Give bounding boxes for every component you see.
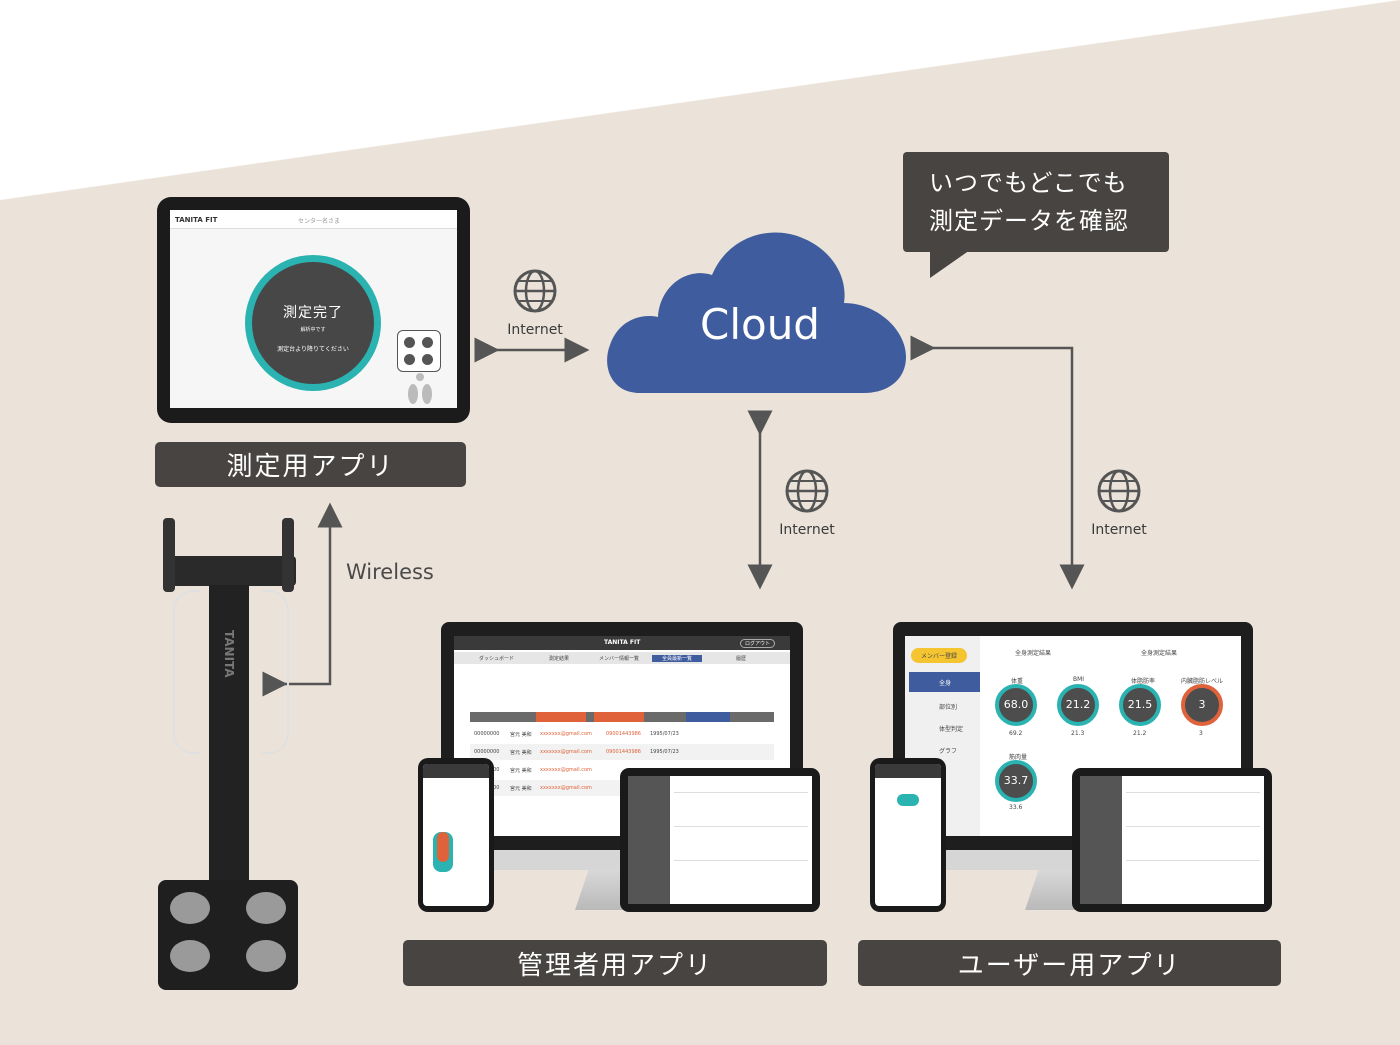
wireless-label: Wireless	[346, 560, 434, 584]
admin-table-row[interactable]: 00000000 宮元 美和 xxxxxxx@gmail.com 0900144…	[470, 744, 774, 760]
ipad-chart-row	[1126, 826, 1260, 857]
right-grip	[282, 518, 294, 592]
footprints-icon	[408, 373, 432, 404]
brand-logo: TANITA	[222, 630, 236, 678]
gauge-label-weight: 体重	[1011, 678, 1024, 685]
globe-icon	[513, 269, 557, 313]
table-header-date	[686, 712, 730, 722]
globe-icon	[785, 469, 829, 513]
ipad-sidebar	[1080, 776, 1122, 904]
tab-results[interactable]: 測定結果	[549, 656, 570, 662]
gauge-bmi: 21.2	[1057, 684, 1099, 726]
internet-label-center: Internet	[779, 522, 835, 538]
status-sub: 解析中です	[300, 327, 326, 333]
ipad-chart-row	[674, 792, 808, 823]
user-ipad-screen	[1080, 776, 1264, 904]
internet-label-right: Internet	[1091, 522, 1147, 538]
gauge-sub-fat: 21.2	[1133, 730, 1147, 737]
phone-header	[875, 764, 941, 778]
status-circle: 測定完了 解析中です 測定台より降りてください	[252, 262, 374, 384]
bubble-line-2: 測定データを確認	[929, 207, 1129, 235]
admin-table-row[interactable]: 00000000 宮元 美和 xxxxxxx@gmail.com 0900144…	[474, 731, 679, 738]
gauge-visceral: 3	[1181, 684, 1223, 726]
phone-badge	[897, 794, 919, 806]
tab-history[interactable]: 履歴	[736, 656, 747, 662]
gauge-sub-muscle: 33.6	[1009, 804, 1023, 811]
user-tab-2[interactable]: 全身測定結果	[1141, 650, 1178, 657]
cloud-label: Cloud	[700, 300, 820, 349]
globe-icon	[1097, 469, 1141, 513]
phone-header	[423, 764, 489, 778]
status-main: 測定完了	[283, 305, 343, 321]
left-cable	[173, 590, 200, 754]
arrow-wireless	[262, 502, 343, 697]
sidebar-item-graph[interactable]: グラフ	[939, 748, 958, 755]
scale-post	[209, 585, 249, 885]
ipad-chart-row	[674, 826, 808, 857]
platform-icon	[397, 330, 441, 372]
sidebar-item-parts[interactable]: 部位別	[939, 704, 958, 711]
scale-base	[158, 880, 298, 990]
ipad-sidebar	[628, 776, 670, 904]
speech-bubble: いつでもどこでも 測定データを確認	[903, 152, 1169, 252]
admin-logo: TANITA FIT	[604, 639, 641, 646]
tab-members[interactable]: メンバー情報一覧	[599, 656, 640, 662]
logout-button[interactable]: ログアウト	[740, 639, 776, 648]
sidebar-item-active[interactable]: 全身	[909, 672, 980, 692]
user-tab-1[interactable]: 全身測定結果	[1015, 650, 1052, 657]
speech-bubble-tail	[930, 250, 970, 278]
ipad-chart-row	[1126, 860, 1260, 891]
gauge-muscle: 33.7	[995, 760, 1037, 802]
tablet-header-title: センター名さま	[298, 218, 341, 225]
measurement-app-label: 測定用アプリ	[155, 442, 466, 487]
admin-header-bar: TANITA FIT ログアウト	[454, 636, 790, 650]
gauge-label-visceral: 内臓脂肪レベル	[1181, 678, 1224, 685]
gauge-label-fat: 体脂肪率	[1131, 678, 1156, 685]
user-app-label: ユーザー用アプリ	[858, 940, 1281, 986]
internet-label-left: Internet	[507, 322, 563, 338]
tablet-header: TANITA FIT センター名さま	[170, 210, 457, 229]
gauge-weight: 68.0	[995, 684, 1037, 726]
admin-phone-screen	[423, 764, 489, 906]
tab-dashboard[interactable]: ダッシュボード	[479, 656, 515, 662]
body-figure-highlight	[437, 832, 449, 862]
cloud-shape	[607, 232, 906, 393]
table-header-mail	[536, 712, 586, 722]
scale-display-unit	[170, 556, 296, 586]
member-register-button[interactable]: メンバー登録	[911, 648, 968, 663]
table-header-tel	[594, 712, 644, 722]
admin-tab-bar: ダッシュボード 測定結果 メンバー情報一覧 全員最新一覧 履歴	[454, 652, 790, 664]
gauge-sub-weight: 69.2	[1009, 730, 1023, 737]
gauge-label-bmi: BMI	[1073, 676, 1085, 683]
ipad-chart-row	[1126, 792, 1260, 823]
sidebar-item-body-type[interactable]: 体型判定	[939, 726, 964, 733]
bubble-line-1: いつでもどこでも	[929, 169, 1128, 197]
right-cable	[262, 590, 289, 754]
tab-latest[interactable]: 全員最新一覧	[652, 655, 703, 662]
arrow-cloud-user	[910, 335, 1085, 590]
status-instruction: 測定台より降りてください	[277, 346, 349, 353]
user-phone-screen	[875, 764, 941, 906]
gauge-sub-bmi: 21.3	[1071, 730, 1085, 737]
admin-ipad-screen	[628, 776, 812, 904]
gauge-sub-visceral: 3	[1199, 730, 1203, 737]
admin-app-label: 管理者用アプリ	[403, 940, 827, 986]
tablet-logo: TANITA FIT	[175, 216, 218, 224]
ipad-chart-row	[674, 860, 808, 891]
gauge-fat: 21.5	[1119, 684, 1161, 726]
gauge-label-muscle: 筋肉量	[1009, 754, 1028, 761]
left-grip	[163, 518, 175, 592]
